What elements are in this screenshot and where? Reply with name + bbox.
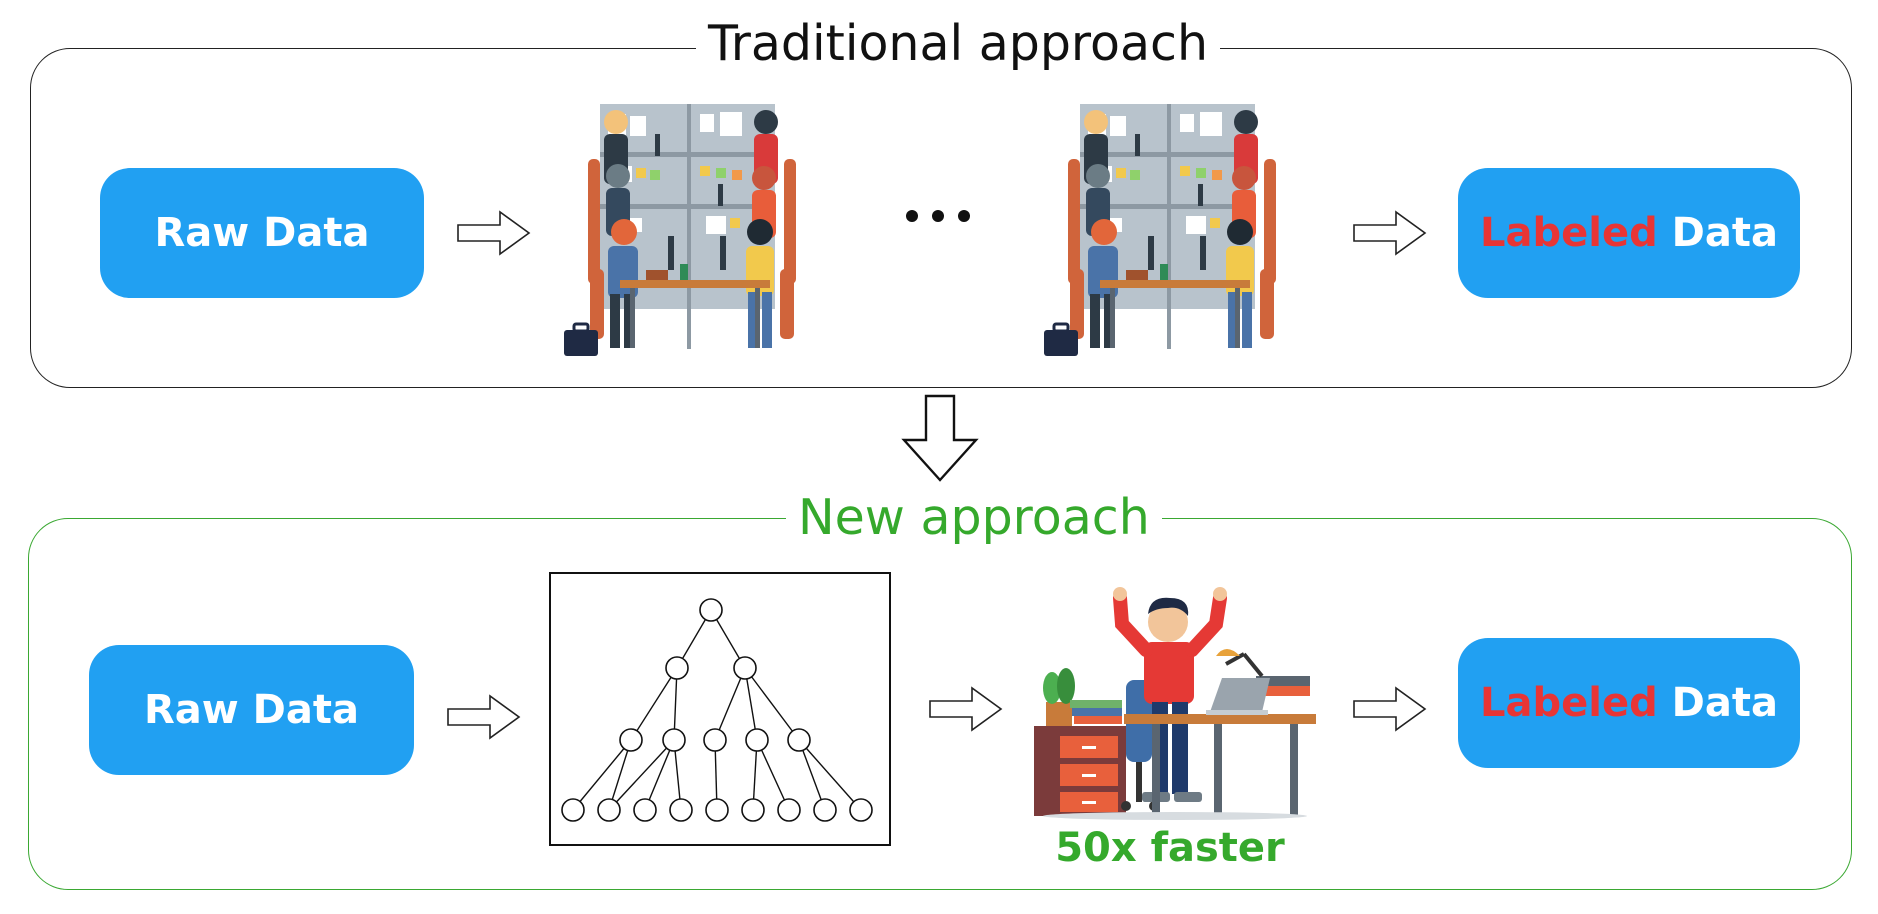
labeled-word: Labeled <box>1480 680 1658 726</box>
chairs <box>1068 159 1276 339</box>
labeled-word: Labeled <box>1480 210 1658 256</box>
data-word: Data <box>1657 210 1778 256</box>
labeled-data-box-new: Labeled Data <box>1458 638 1800 768</box>
tree-icon <box>561 598 873 822</box>
desk <box>1124 714 1316 816</box>
right-arrow-icon <box>929 686 1003 732</box>
desk-lamp-icon <box>1216 649 1264 678</box>
raw-data-label: Raw Data <box>144 687 359 733</box>
desk <box>1100 264 1250 348</box>
plant-icon <box>1043 668 1075 726</box>
happy-worker-at-desk-illustration <box>1034 587 1316 820</box>
briefcase-icon <box>564 322 598 356</box>
right-arrow-icon <box>447 694 521 740</box>
monitors <box>655 134 726 270</box>
speedup-label: 50x faster <box>1055 825 1285 871</box>
raw-data-box-new: Raw Data <box>89 645 414 775</box>
down-arrow-icon <box>901 394 979 482</box>
right-arrow-icon <box>1353 686 1427 732</box>
desk <box>620 264 770 348</box>
briefcase-icon <box>1044 322 1078 356</box>
raw-data-box-traditional: Raw Data <box>100 168 424 298</box>
chairs <box>588 159 796 339</box>
office-workers-illustration <box>1044 104 1276 356</box>
hierarchy-tree-diagram <box>549 572 891 846</box>
person <box>1113 587 1227 802</box>
laptop-icon <box>1206 678 1270 715</box>
labeled-data-box-traditional: Labeled Data <box>1458 168 1800 298</box>
people <box>1084 110 1258 348</box>
traditional-approach-title: Traditional approach <box>696 16 1221 72</box>
monitors <box>1135 134 1206 270</box>
office-workers-illustration <box>564 104 796 356</box>
raw-data-label: Raw Data <box>154 210 370 256</box>
right-arrow-icon <box>1353 210 1427 256</box>
drawer-cabinet <box>1034 726 1126 816</box>
right-arrow-icon <box>457 210 531 256</box>
data-word: Data <box>1657 680 1778 726</box>
books <box>1070 676 1310 724</box>
ellipsis <box>906 210 970 222</box>
new-approach-title: New approach <box>786 490 1162 546</box>
